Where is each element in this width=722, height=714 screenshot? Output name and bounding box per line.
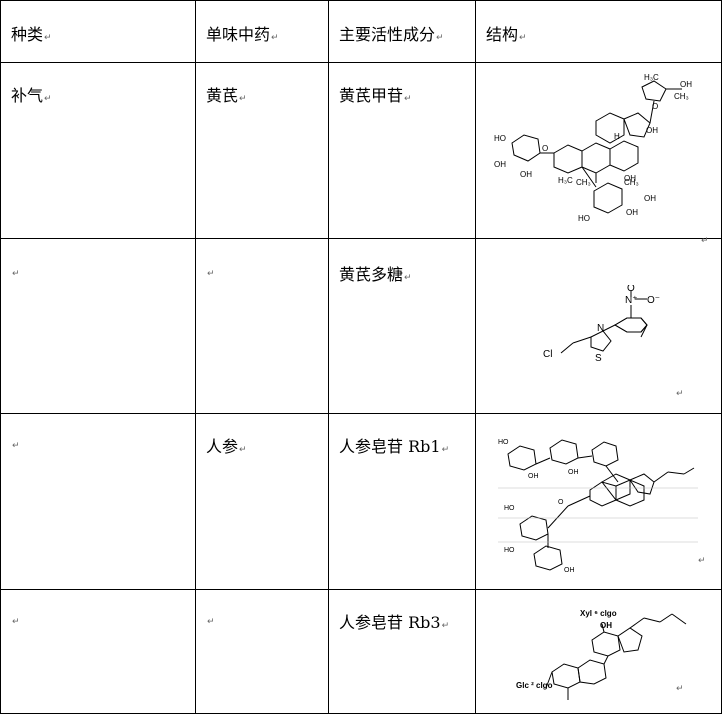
header-component-cell: 主要活性成分↵: [328, 0, 476, 63]
ginsenoside-rb3-structure-image: Xyl ⁶ clgo OH Glc ² clgo: [516, 610, 687, 700]
paragraph-mark: ↵: [436, 33, 444, 43]
paragraph-mark: ↵: [239, 94, 247, 104]
header-category-cell: 种类↵: [0, 0, 196, 63]
structure-label: OH: [600, 621, 612, 630]
structure-label: OH: [494, 160, 506, 169]
component-text: 人参皂苷 Rb1: [339, 437, 441, 456]
structure-label: N⁺: [625, 295, 638, 306]
header-category: 种类: [11, 25, 44, 44]
paragraph-mark: ↵: [676, 684, 684, 694]
paragraph-mark: ↵: [44, 94, 52, 104]
structure-label: H₃C: [558, 176, 573, 185]
structure-label: OH: [564, 567, 575, 574]
structure-label: HO: [504, 547, 515, 554]
ginsenoside-rb1-structure-image: HO OH OH HO O HO OH: [498, 439, 698, 574]
category-cell: ↵: [0, 589, 196, 714]
structure-label: O: [542, 144, 548, 153]
herb-cell: 黄芪↵: [195, 62, 329, 239]
structure-label: OH: [568, 469, 579, 476]
structure-label: H: [614, 132, 620, 141]
structure-cell: Xyl ⁶ clgo OH Glc ² clgo ↵: [475, 589, 722, 714]
structure-label: Glc ² clgo: [516, 681, 553, 690]
component-text: 黄芪多糖: [339, 265, 404, 284]
structure-label: CH₃: [576, 178, 591, 187]
structure-cell: O N⁺ O⁻ N S Cl ↵: [475, 238, 722, 414]
paragraph-mark: ↵: [404, 273, 412, 283]
herb-text: 人参: [206, 437, 239, 456]
structure-label: HO: [504, 505, 515, 512]
header-structure-cell: 结构↵: [475, 0, 722, 63]
structure-label: OH: [680, 80, 692, 89]
herb-cell: ↵: [195, 589, 329, 714]
structure-label: OH: [644, 194, 656, 203]
structure-label: OH: [646, 126, 658, 135]
table-row: ↵ 人参↵ 人参皂苷 Rb1↵: [0, 413, 722, 590]
structure-label: CH₃: [674, 92, 689, 101]
paragraph-mark: ↵: [12, 441, 20, 451]
category-cell: ↵: [0, 413, 196, 590]
header-component: 主要活性成分: [339, 25, 436, 44]
structure-label: OH: [528, 473, 539, 480]
structure-label: OH: [626, 208, 638, 217]
structure-label: S: [595, 353, 602, 364]
paragraph-mark: ↵: [698, 556, 706, 566]
structure-label: OH: [520, 170, 532, 179]
category-cell: 补气↵: [0, 62, 196, 239]
structure-label: HO: [578, 214, 590, 223]
herb-cell: 人参↵: [195, 413, 329, 590]
astragaloside-structure-image: H₃C OH CH₃ O H OH HO O OH OH CH₃ H₃C CH₃…: [494, 73, 692, 223]
paragraph-mark: ↵: [519, 33, 527, 43]
structure-label: CH₃: [624, 178, 639, 187]
table-row: 补气↵ 黄芪↵ 黄芪甲苷↵: [0, 62, 722, 246]
structure-label: O: [558, 499, 564, 506]
structure-label: O: [627, 285, 635, 294]
component-cell: 人参皂苷 Rb3↵: [328, 589, 476, 714]
structure-label: HO: [494, 134, 506, 143]
paragraph-mark: ↵: [44, 33, 52, 43]
paragraph-mark: ↵: [207, 269, 215, 279]
paragraph-mark: ↵: [12, 269, 20, 279]
paragraph-mark: ↵: [207, 617, 215, 627]
paragraph-mark: ↵: [404, 94, 412, 104]
structure-label: HO: [498, 439, 509, 446]
structure-cell: HO OH OH HO O HO OH ↵: [475, 413, 722, 590]
header-row: 种类↵ 单味中药↵ 主要活性成分↵ 结构↵: [0, 0, 722, 63]
header-herb: 单味中药: [206, 25, 271, 44]
herb-text: 黄芪: [206, 86, 239, 105]
herb-cell: ↵: [195, 238, 329, 414]
category-cell: ↵: [0, 238, 196, 414]
structure-label: O: [652, 102, 658, 111]
structure-label: Cl: [543, 349, 552, 360]
paragraph-mark: ↵: [12, 617, 20, 627]
paragraph-mark: ↵: [676, 389, 684, 399]
paragraph-mark: ↵: [441, 445, 450, 455]
component-text: 黄芪甲苷: [339, 86, 404, 105]
paragraph-mark: ↵: [239, 445, 247, 455]
structure-label: H₃C: [644, 73, 659, 82]
component-cell: 黄芪多糖↵: [328, 238, 476, 414]
component-text: 人参皂苷 Rb3: [339, 613, 441, 632]
structure-label: OH: [624, 174, 636, 183]
header-structure: 结构: [486, 25, 519, 44]
category-text: 补气: [11, 86, 44, 105]
thiazole-structure-image: O N⁺ O⁻ N S Cl: [543, 285, 660, 364]
component-cell: 人参皂苷 Rb1↵: [328, 413, 476, 590]
paragraph-mark: ↵: [271, 33, 279, 43]
header-herb-cell: 单味中药↵: [195, 0, 329, 63]
table-row: ↵ ↵ 黄芪多糖↵: [0, 238, 722, 414]
structure-label: N: [597, 323, 604, 334]
paragraph-mark: ↵: [441, 621, 450, 631]
component-cell: 黄芪甲苷↵: [328, 62, 476, 239]
structure-label: Xyl ⁶ clgo: [580, 610, 617, 618]
structure-label: O⁻: [647, 295, 660, 306]
structure-cell: H₃C OH CH₃ O H OH HO O OH OH CH₃ H₃C CH₃…: [475, 62, 722, 246]
table-row: ↵ ↵ 人参皂苷 Rb3↵: [0, 589, 722, 714]
